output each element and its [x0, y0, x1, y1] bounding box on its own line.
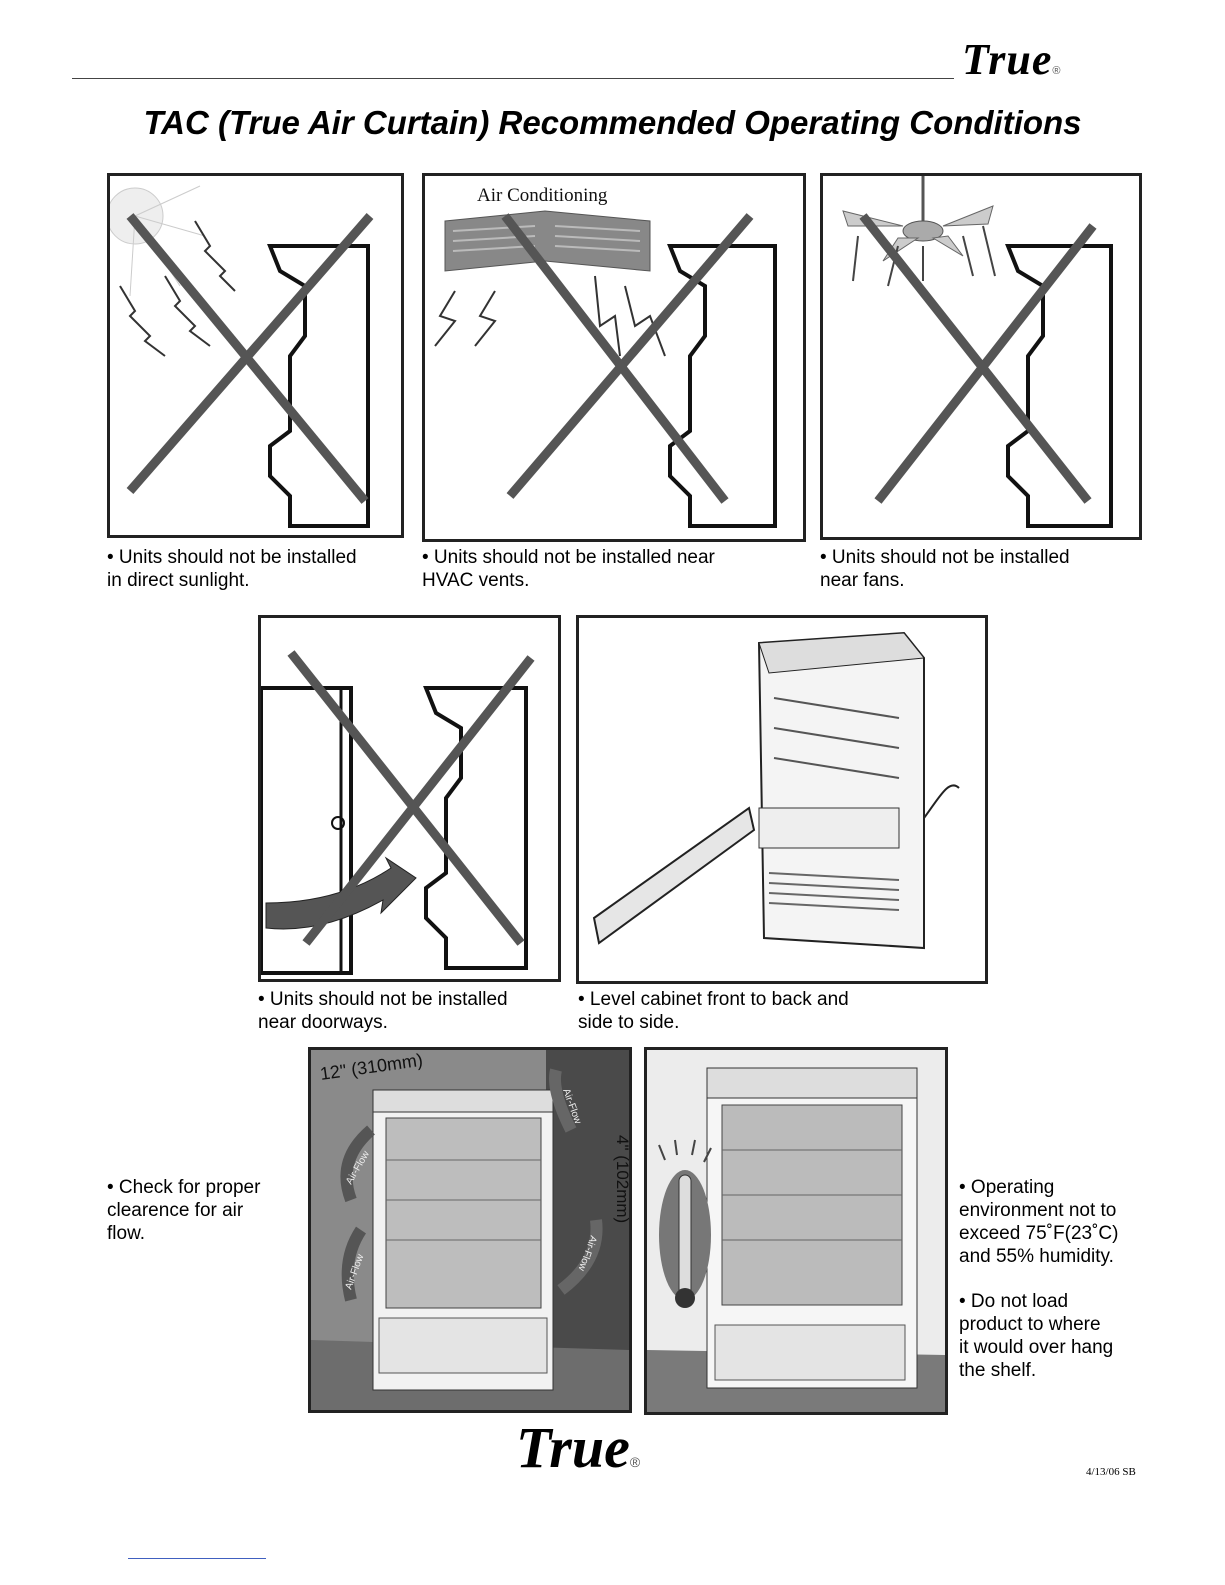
fans-illustration: [842, 176, 1113, 528]
panel-sunlight: [107, 173, 404, 538]
panel-doorways: [258, 615, 561, 982]
sunlight-illustration: [110, 185, 374, 528]
header-rule: [72, 78, 954, 79]
footer-link-line: [128, 1558, 266, 1559]
side-clearance-label: 4" (102mm): [613, 1135, 629, 1223]
hvac-illustration: Air Conditioning: [434, 185, 777, 528]
panel-level: [576, 615, 988, 984]
photo-temperature: [644, 1047, 948, 1415]
page-title: TAC (True Air Curtain) Recommended Opera…: [143, 104, 1082, 141]
level-cabinet-illustration: [592, 631, 960, 950]
true-logo-top: True®: [962, 35, 1062, 84]
panel-fans: [820, 173, 1142, 540]
temperature-photo: [647, 1050, 945, 1412]
doorways-illustration: [261, 650, 535, 975]
airflow-photo: 12" (310mm) Air-Flow Air-Flow Air-Flow A…: [311, 1050, 629, 1410]
revision-date: 4/13/06 SB: [1086, 1466, 1136, 1478]
panel-hvac: Air Conditioning: [422, 173, 806, 542]
photo-airflow-clearance: 12" (310mm) Air-Flow Air-Flow Air-Flow A…: [308, 1047, 632, 1413]
hvac-label: Air Conditioning: [477, 185, 608, 206]
true-logo-bottom: True®: [516, 1415, 641, 1480]
